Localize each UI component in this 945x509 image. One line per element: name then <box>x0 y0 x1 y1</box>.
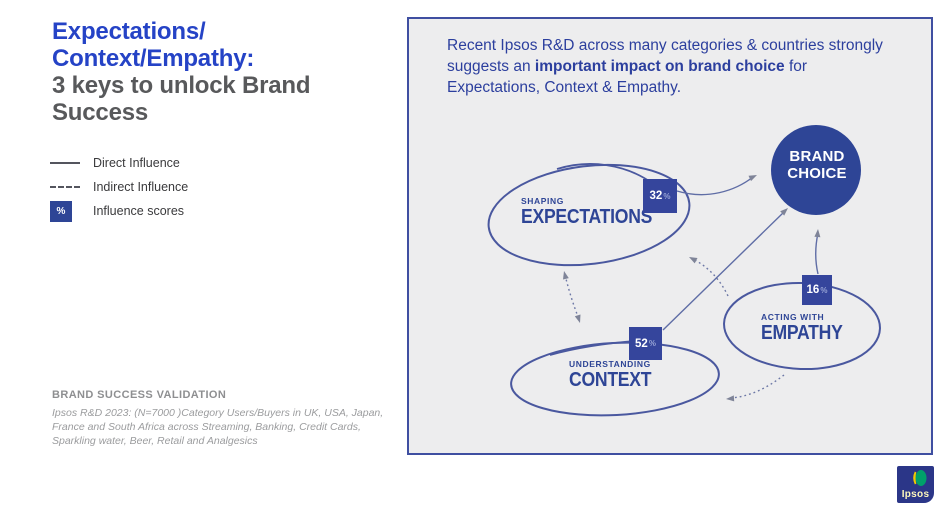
expectations-score-unit: % <box>663 191 671 201</box>
expectations-word: EXPECTATIONS <box>521 206 653 228</box>
dashed-line-swatch <box>50 186 84 188</box>
expectations-kicker: SHAPING <box>521 196 564 206</box>
intro-bold: important impact on brand choice <box>534 58 785 75</box>
ipsos-logo: Ipsos <box>897 466 934 503</box>
ipsos-emblem-icon <box>913 470 927 486</box>
expectations-label: SHAPING EXPECTATIONS <box>521 196 670 228</box>
expectations-ellipse <box>487 163 691 267</box>
legend-label: Direct Influence <box>93 156 180 170</box>
intro-pre: Recent Ipsos R&D across many categories … <box>447 37 883 75</box>
brand-choice-label: BRAND CHOICE <box>777 148 857 182</box>
intro-post: for Expectations, Context & Empathy. <box>447 58 808 96</box>
context-kicker: UNDERSTANDING <box>569 359 651 369</box>
solid-line-swatch <box>50 162 84 164</box>
edge-expectations-context <box>564 274 580 320</box>
empathy-kicker: ACTING WITH <box>761 312 825 322</box>
context-word: CONTEXT <box>569 369 652 391</box>
arrowhead <box>748 175 757 182</box>
legend-item-scores: % Influence scores <box>50 200 188 222</box>
footnote: BRAND SUCCESS VALIDATION Ipsos R&D 2023:… <box>52 389 392 448</box>
title-line: 3 keys to unlock Brand <box>52 72 311 99</box>
ipsos-wordmark: Ipsos <box>901 489 930 500</box>
title-line: Context/Empathy: <box>52 45 255 72</box>
expectations-score: 32 <box>649 190 663 202</box>
footnote-heading: BRAND SUCCESS VALIDATION <box>52 389 227 401</box>
legend-label: Influence scores <box>93 204 185 218</box>
brand-choice-line2: CHOICE <box>787 165 847 182</box>
title-line: Success <box>52 99 149 126</box>
brand-choice-circle <box>771 125 861 215</box>
edge-expectations-brandchoice <box>676 176 754 196</box>
context-label: UNDERSTANDING CONTEXT <box>569 359 662 391</box>
percent-icon: % <box>50 200 72 222</box>
empathy-word: EMPATHY <box>761 322 843 344</box>
legend-item-direct: Direct Influence <box>50 152 188 174</box>
empathy-score-unit: % <box>820 285 828 295</box>
title-line: Expectations/ <box>52 18 206 45</box>
edge-empathy-brandchoice <box>815 232 819 275</box>
expectations-sketch-stroke <box>556 163 653 184</box>
arrowhead <box>574 314 581 323</box>
arrowhead <box>563 271 569 280</box>
arrowhead <box>689 257 698 264</box>
legend-label: Indirect Influence <box>93 180 189 194</box>
context-sketch-stroke <box>549 340 636 356</box>
percent-box-swatch: % <box>50 200 84 222</box>
edge-empathy-expectations <box>692 258 729 297</box>
context-score: 52 <box>635 337 648 350</box>
intro-text: Recent Ipsos R&D across many categories … <box>447 35 902 98</box>
empathy-label: ACTING WITH EMPATHY <box>761 312 854 344</box>
arrowhead <box>814 229 821 238</box>
legend-item-indirect: Indirect Influence <box>50 176 188 198</box>
insight-panel: Recent Ipsos R&D across many categories … <box>407 17 933 455</box>
context-score-box: 52% <box>629 327 662 360</box>
empathy-score-box: 16% <box>802 275 832 305</box>
brand-choice-line1: BRAND <box>789 148 845 165</box>
arrowhead <box>726 395 735 402</box>
arrowhead <box>780 208 788 216</box>
influence-diagram <box>487 125 881 417</box>
footnote-body: Ipsos R&D 2023: (N=7000 )Category Users/… <box>52 407 384 447</box>
context-score-unit: % <box>648 339 656 348</box>
edge-context-brandchoice <box>662 211 785 331</box>
legend: Direct Influence Indirect Influence % In… <box>50 152 188 224</box>
expectations-score-box: 32% <box>643 179 677 213</box>
empathy-score: 16 <box>806 284 820 296</box>
page-title: Expectations/ Context/Empathy: 3 keys to… <box>52 18 311 126</box>
edge-empathy-context <box>730 374 785 399</box>
